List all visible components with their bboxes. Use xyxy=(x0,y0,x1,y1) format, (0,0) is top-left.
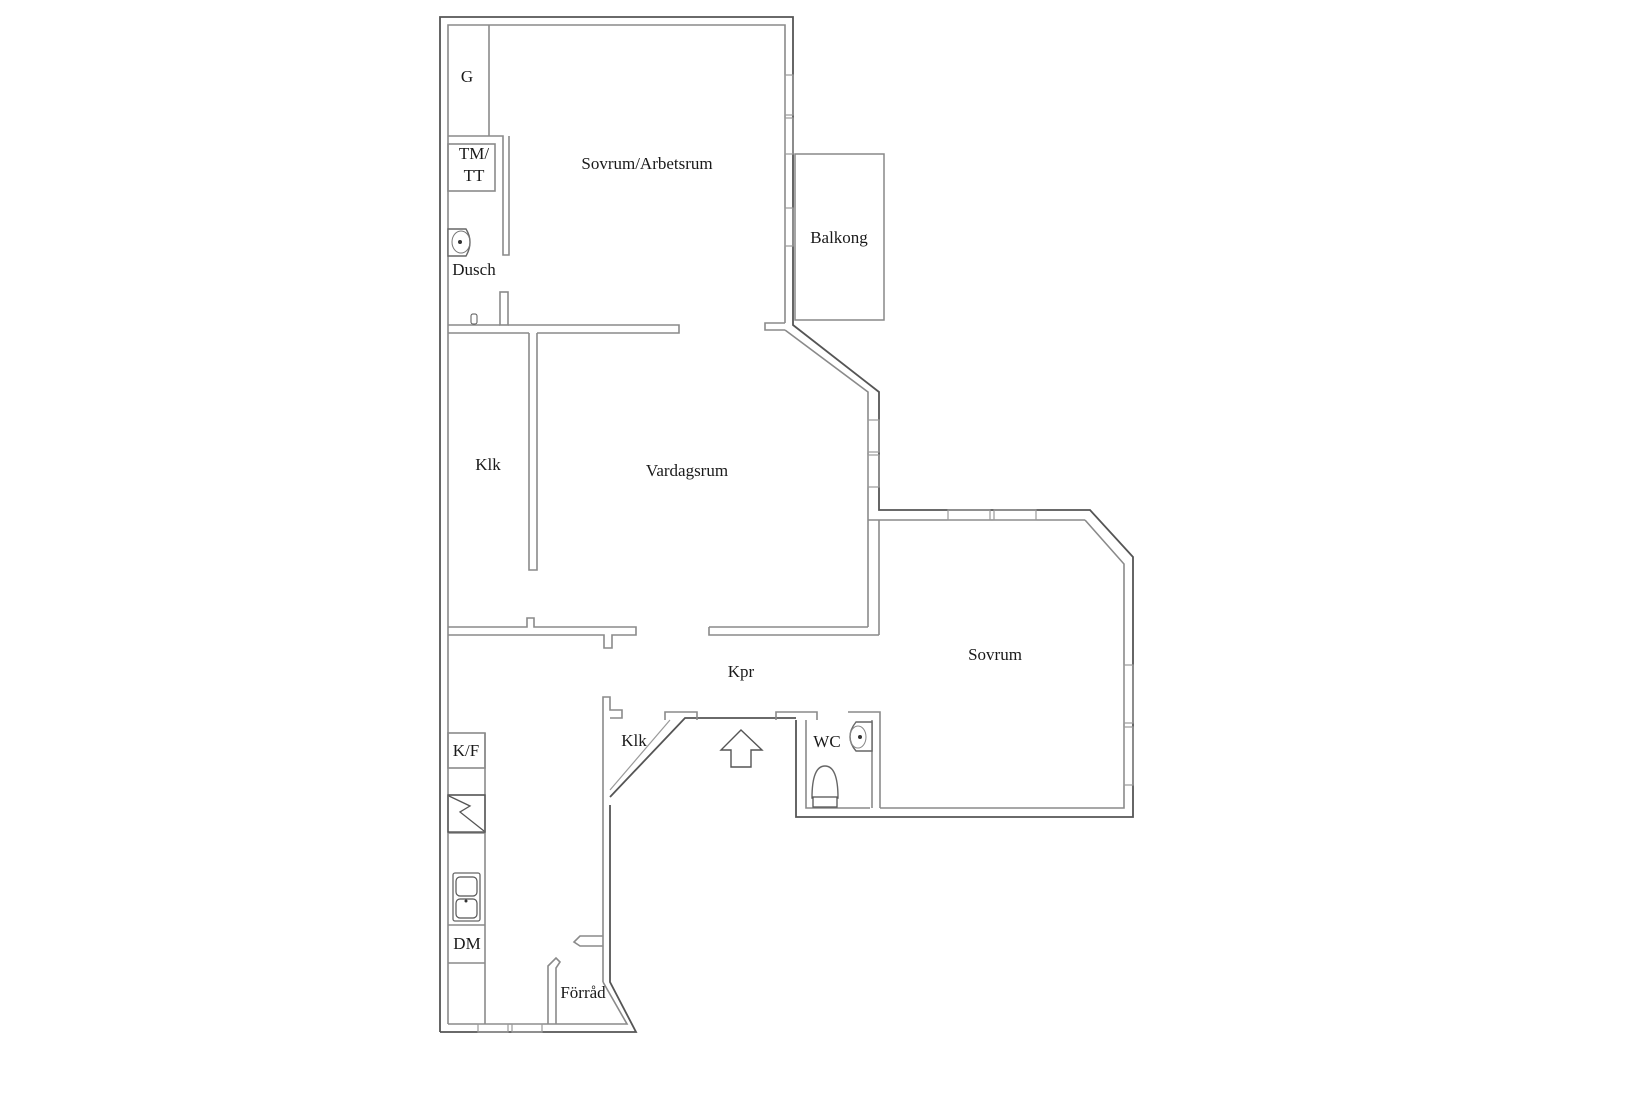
entrance-arrow-icon xyxy=(719,729,764,768)
room-label-dm: DM xyxy=(453,934,481,953)
toilet-icon xyxy=(811,765,839,808)
washbasin-icon xyxy=(447,228,471,257)
room-label-dusch: Dusch xyxy=(452,260,496,279)
room-label-sovrum: Sovrum xyxy=(968,645,1022,664)
stove-icon xyxy=(447,794,486,833)
room-label-klk-hall: Klk xyxy=(621,731,647,750)
windows xyxy=(477,74,1134,1033)
balcony-outline xyxy=(794,153,885,321)
room-label-forrad: Förråd xyxy=(560,983,606,1002)
room-label-tm: TM/ xyxy=(458,144,490,163)
room-label-tm-tt: TM/ TT xyxy=(459,143,489,187)
room-label-sovrum-arbetsrum: Sovrum/Arbetsrum xyxy=(581,154,713,173)
sink-icon xyxy=(452,872,481,922)
room-label-kf: K/F xyxy=(452,741,480,760)
room-label-kpr: Kpr xyxy=(727,662,755,681)
outer-walls xyxy=(439,16,1134,1033)
room-label-vardagsrum: Vardagsrum xyxy=(645,461,729,480)
room-label-klk: Klk xyxy=(475,455,501,474)
room-label-g: G xyxy=(460,67,474,86)
room-label-balkong: Balkong xyxy=(810,228,868,247)
room-label-tt: TT xyxy=(463,166,485,185)
washbasin-wc-icon xyxy=(849,721,873,752)
interior-walls xyxy=(447,25,881,1024)
room-label-wc: WC xyxy=(813,732,841,751)
floor-drain-icon xyxy=(470,313,478,325)
